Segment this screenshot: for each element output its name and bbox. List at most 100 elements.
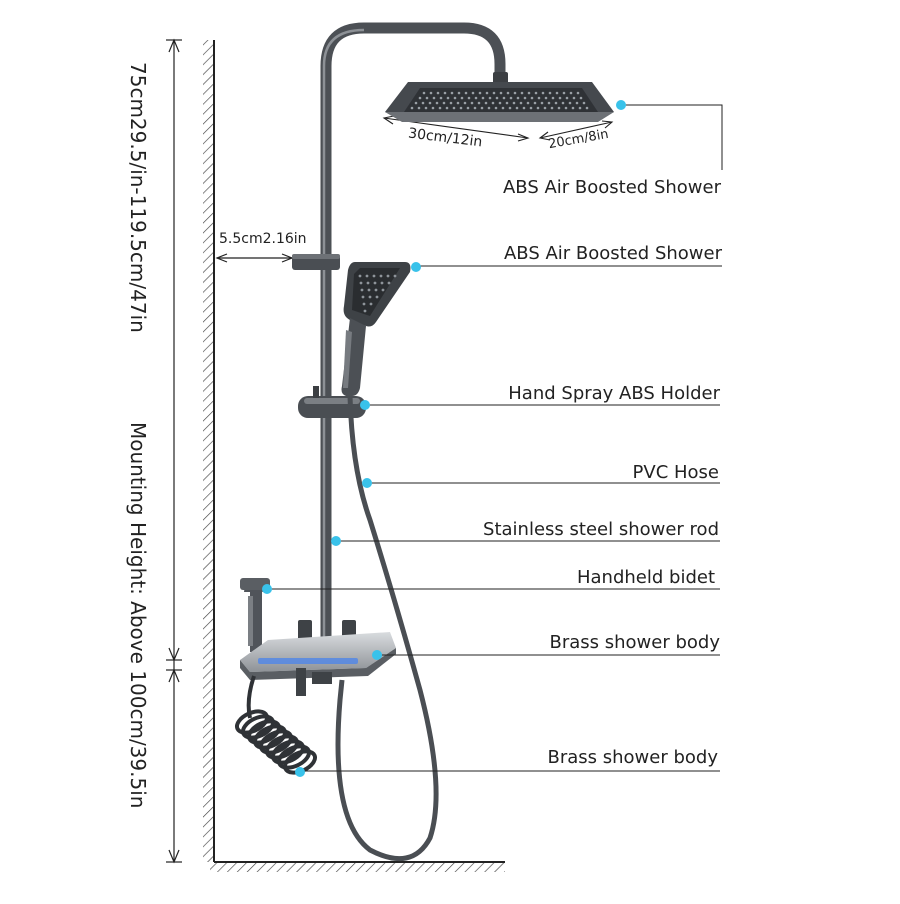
- nozzle-dot: [450, 91, 454, 95]
- nozzle-dot: [375, 295, 379, 299]
- nozzle-dot: [513, 91, 517, 95]
- nozzle-dot: [548, 91, 552, 95]
- callout-dot: [411, 262, 421, 272]
- callout-lines: [267, 104, 723, 773]
- nozzle-dot: [480, 106, 484, 110]
- nozzle-dot: [421, 101, 425, 105]
- nozzle-dot: [488, 96, 492, 100]
- nozzle-dot: [569, 91, 573, 95]
- nozzle-dot: [484, 101, 488, 105]
- nozzle-dot: [374, 288, 378, 292]
- nozzle-dot: [487, 106, 491, 110]
- nozzle-dot: [442, 101, 446, 105]
- nozzle-dot: [366, 281, 370, 285]
- nozzle-dot: [359, 281, 363, 285]
- top-holder: [292, 254, 340, 270]
- nozzle-dot: [576, 91, 580, 95]
- nozzle-dot: [410, 106, 414, 110]
- nozzle-dot: [435, 101, 439, 105]
- nozzle-dot: [522, 106, 526, 110]
- offset-dimension-line: [215, 253, 294, 263]
- nozzle-dot: [508, 106, 512, 110]
- callout-dot: [295, 767, 305, 777]
- nozzle-dot: [424, 106, 428, 110]
- nozzle-dot: [502, 96, 506, 100]
- nozzle-dot: [369, 302, 373, 306]
- nozzle-dot: [439, 96, 443, 100]
- nozzle-dot: [456, 101, 460, 105]
- nozzle-dot: [554, 101, 558, 105]
- nozzle-dot: [432, 96, 436, 100]
- nozzle-dot: [478, 91, 482, 95]
- nozzle-dot: [540, 101, 544, 105]
- nozzle-dot: [509, 96, 513, 100]
- callout-hand-spray-holder: Hand Spray ABS Holder: [508, 383, 720, 404]
- nozzle-dot: [418, 96, 422, 100]
- coil-hose-top: [246, 675, 256, 719]
- callout-dot: [362, 478, 372, 488]
- nozzle-dot: [564, 106, 568, 110]
- nozzle-dot: [379, 274, 383, 278]
- nozzle-dot: [428, 101, 432, 105]
- nozzle-dot: [561, 101, 565, 105]
- callout-dot: [331, 536, 341, 546]
- nozzle-dot: [537, 96, 541, 100]
- callout-handheld-bidet: Handheld bidet: [576, 567, 715, 588]
- nozzle-dot: [358, 274, 362, 278]
- nozzle-dot: [516, 96, 520, 100]
- nozzle-dot: [449, 101, 453, 105]
- nozzle-dot: [470, 101, 474, 105]
- nozzle-dot: [543, 106, 547, 110]
- nozzle-dot: [565, 96, 569, 100]
- handheld-bidet: [240, 578, 270, 652]
- nozzle-dot: [431, 106, 435, 110]
- nozzle-dot: [360, 288, 364, 292]
- nozzle-dot: [363, 309, 367, 313]
- nozzle-dot: [575, 101, 579, 105]
- callout-dot: [262, 584, 272, 594]
- nozzle-dot: [481, 96, 485, 100]
- nozzle-dot: [515, 106, 519, 110]
- nozzle-dot: [582, 101, 586, 105]
- nozzle-dot: [466, 106, 470, 110]
- nozzle-dot: [533, 101, 537, 105]
- wall: [203, 40, 215, 862]
- nozzle-dot: [438, 106, 442, 110]
- nozzle-dot: [380, 281, 384, 285]
- mounting-height-label: Mounting Height: Above 100cm/39.5in: [126, 422, 150, 809]
- nozzle-dot: [362, 302, 366, 306]
- callout-dot: [616, 100, 626, 110]
- height-dimension-line: [166, 38, 182, 864]
- nozzle-dot: [464, 91, 468, 95]
- nozzle-dot: [499, 91, 503, 95]
- pvc-hose: [335, 395, 439, 861]
- nozzle-dot: [585, 106, 589, 110]
- nozzle-dot: [523, 96, 527, 100]
- nozzle-dot: [429, 91, 433, 95]
- nozzle-dot: [547, 101, 551, 105]
- nozzle-dot: [541, 91, 545, 95]
- nozzle-dot: [367, 288, 371, 292]
- nozzle-dot: [494, 106, 498, 110]
- nozzle-dot: [436, 91, 440, 95]
- nozzle-dot: [361, 295, 365, 299]
- nozzle-dot: [536, 106, 540, 110]
- callout-brass-body: Brass shower body: [549, 632, 721, 653]
- nozzle-dot: [527, 91, 531, 95]
- nozzle-dot: [485, 91, 489, 95]
- nozzle-dot: [471, 91, 475, 95]
- wall-offset-label: 5.5cm2.16in: [219, 231, 307, 247]
- nozzle-dot: [572, 96, 576, 100]
- nozzle-dot: [568, 101, 572, 105]
- nozzle-dot: [534, 91, 538, 95]
- callout-shower-rod: Stainless steel shower rod: [483, 519, 719, 540]
- nozzle-dot: [372, 274, 376, 278]
- hand-shower: [341, 262, 411, 396]
- nozzle-dot: [446, 96, 450, 100]
- nozzle-dot: [555, 91, 559, 95]
- nozzle-dot: [520, 91, 524, 95]
- callout-pvc-hose: PVC Hose: [632, 462, 719, 483]
- nozzle-dot: [425, 96, 429, 100]
- nozzle-dot: [519, 101, 523, 105]
